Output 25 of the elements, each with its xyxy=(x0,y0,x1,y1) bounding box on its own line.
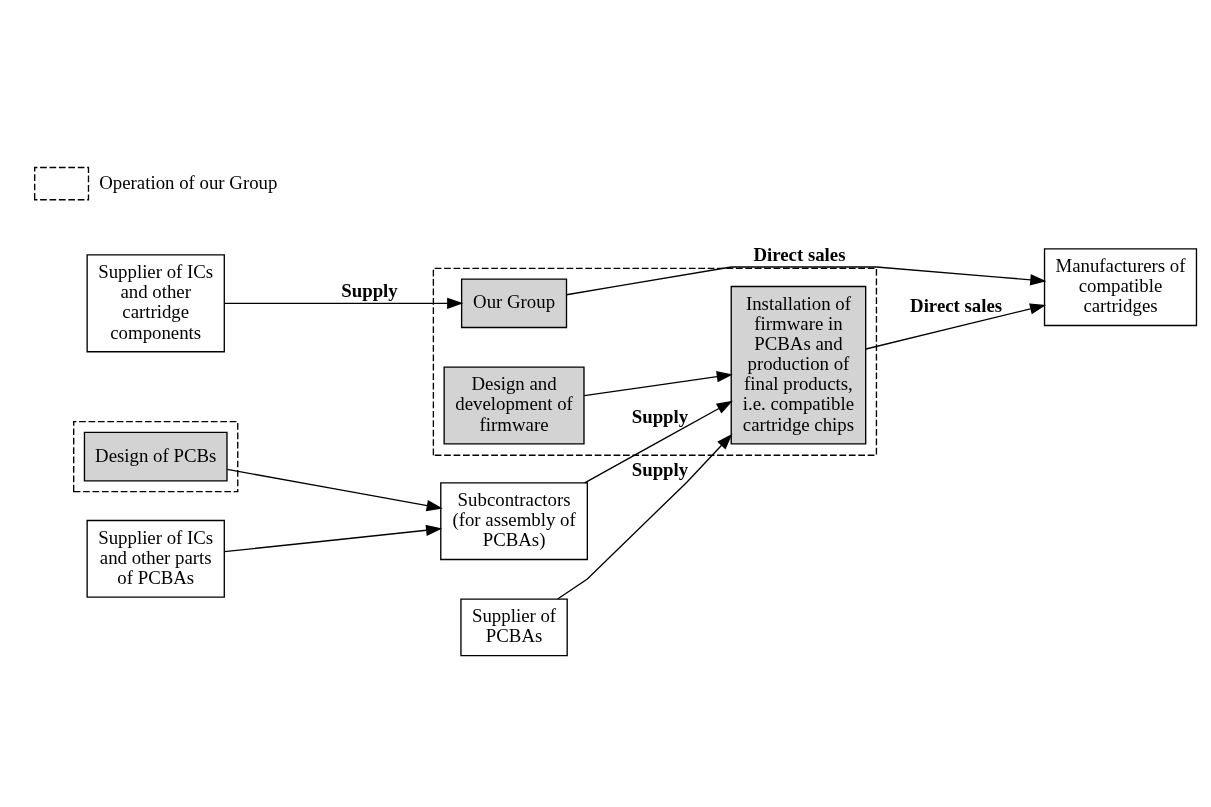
node-box: Supplier of PCBAs xyxy=(460,598,568,657)
node-box: Our Group xyxy=(460,278,568,329)
edge-label: Supply xyxy=(631,458,689,480)
node-box: Design and development of firmware xyxy=(443,366,585,445)
arrow xyxy=(583,371,733,397)
edge-label: Supply xyxy=(341,279,398,301)
edge-label: Supply xyxy=(631,406,689,428)
node-box: Supplier of ICs and other parts of PCBAs xyxy=(86,519,225,598)
arrow xyxy=(557,433,733,600)
node-box: Supplier of ICs and other cartridge components xyxy=(86,254,225,353)
legend-label: Operation of our Group xyxy=(99,171,278,193)
edge-label: Direct sales xyxy=(753,243,846,265)
node-box: Subcontractors (for assembly of PCBAs) xyxy=(440,482,588,561)
cluster xyxy=(432,267,878,456)
arrow xyxy=(584,400,733,484)
edge-label: Direct sales xyxy=(910,294,1003,316)
node-box: Installation of firmware in PCBAs and production of final products, i.e. compatible cartridge chips xyxy=(730,285,867,445)
node-box: Design of PCBs xyxy=(83,431,228,482)
arrow xyxy=(223,524,443,553)
cluster xyxy=(73,420,239,493)
arrow xyxy=(565,266,1047,296)
arrow xyxy=(226,468,443,512)
arrow xyxy=(223,297,464,309)
node-box: Manufacturers of compatible cartridges xyxy=(1043,248,1198,327)
arrow xyxy=(865,303,1047,350)
